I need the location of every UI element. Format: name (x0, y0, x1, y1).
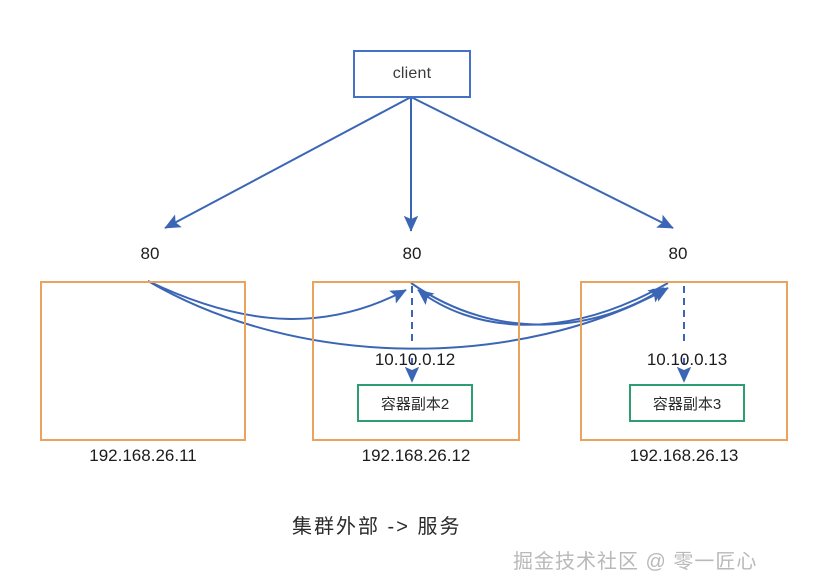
pod-box-3[interactable]: 容器副本3 (629, 384, 745, 422)
host-ip-label-2: 192.168.26.12 (361, 446, 471, 465)
diagram-caption: 集群外部 -> 服务 (292, 516, 462, 538)
pod-ip-label-3: 10.10.0.13 (646, 350, 728, 369)
client-to-host-arrows (164, 96, 674, 232)
port-label-host3: 80 (668, 244, 688, 263)
pod-label-3: 容器副本3 (652, 395, 722, 413)
host-box-1[interactable] (40, 281, 246, 441)
port-label-host2: 80 (402, 244, 422, 263)
arrow-client-to-host3 (410, 96, 674, 229)
arrow-client-to-host1 (164, 96, 412, 229)
pod-box-2[interactable]: 容器副本2 (357, 384, 473, 422)
client-box[interactable]: client (353, 50, 471, 98)
host-ip-label-1: 192.168.26.11 (89, 446, 197, 465)
host-ip-label-3: 192.168.26.13 (629, 446, 739, 465)
pod-label-2: 容器副本2 (380, 395, 450, 413)
client-label: client (392, 65, 432, 82)
watermark-text: 掘金技术社区 @ 零一匠心 (513, 551, 758, 573)
port-label-host1: 80 (140, 244, 160, 263)
host-box-3[interactable] (580, 281, 788, 441)
pod-ip-label-2: 10.10.0.12 (374, 350, 456, 369)
host-box-2[interactable] (312, 281, 520, 441)
